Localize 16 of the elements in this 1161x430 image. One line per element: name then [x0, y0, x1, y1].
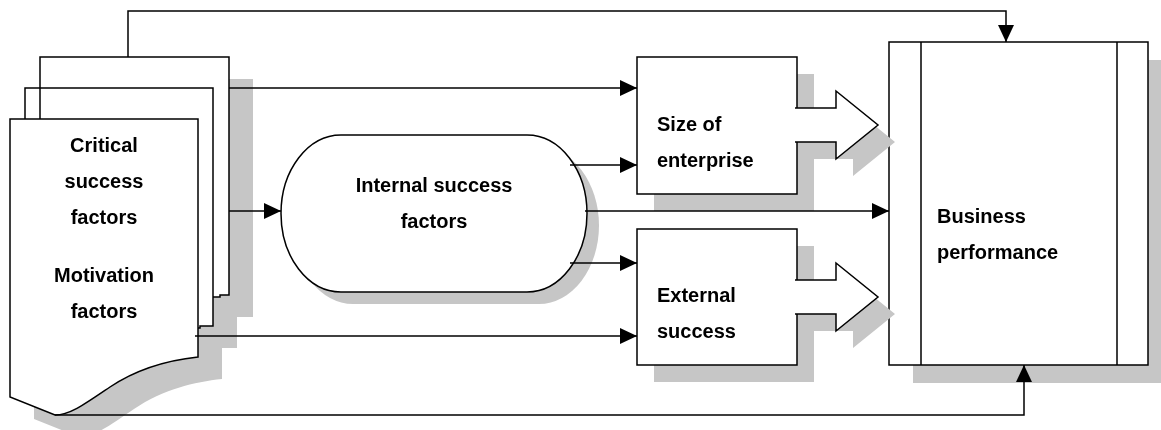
arrow: [584, 203, 890, 219]
arrow: [228, 80, 638, 96]
node-label: Critical success factors: [63, 133, 145, 230]
arrow: [194, 328, 638, 344]
arrow: [54, 364, 1032, 416]
arrow: [569, 255, 638, 271]
node-label: Internal success factors: [354, 173, 514, 234]
node-label: Motivation factors: [53, 263, 155, 324]
arrow: [569, 157, 638, 173]
block-arrow: [794, 261, 895, 348]
node-label: Size of enterprise: [657, 112, 755, 173]
block-arrow: [794, 89, 895, 176]
node-label: External success: [657, 283, 737, 344]
arrow: [127, 10, 1014, 58]
node-label: Business performance: [937, 204, 1060, 265]
arrow: [228, 203, 282, 219]
